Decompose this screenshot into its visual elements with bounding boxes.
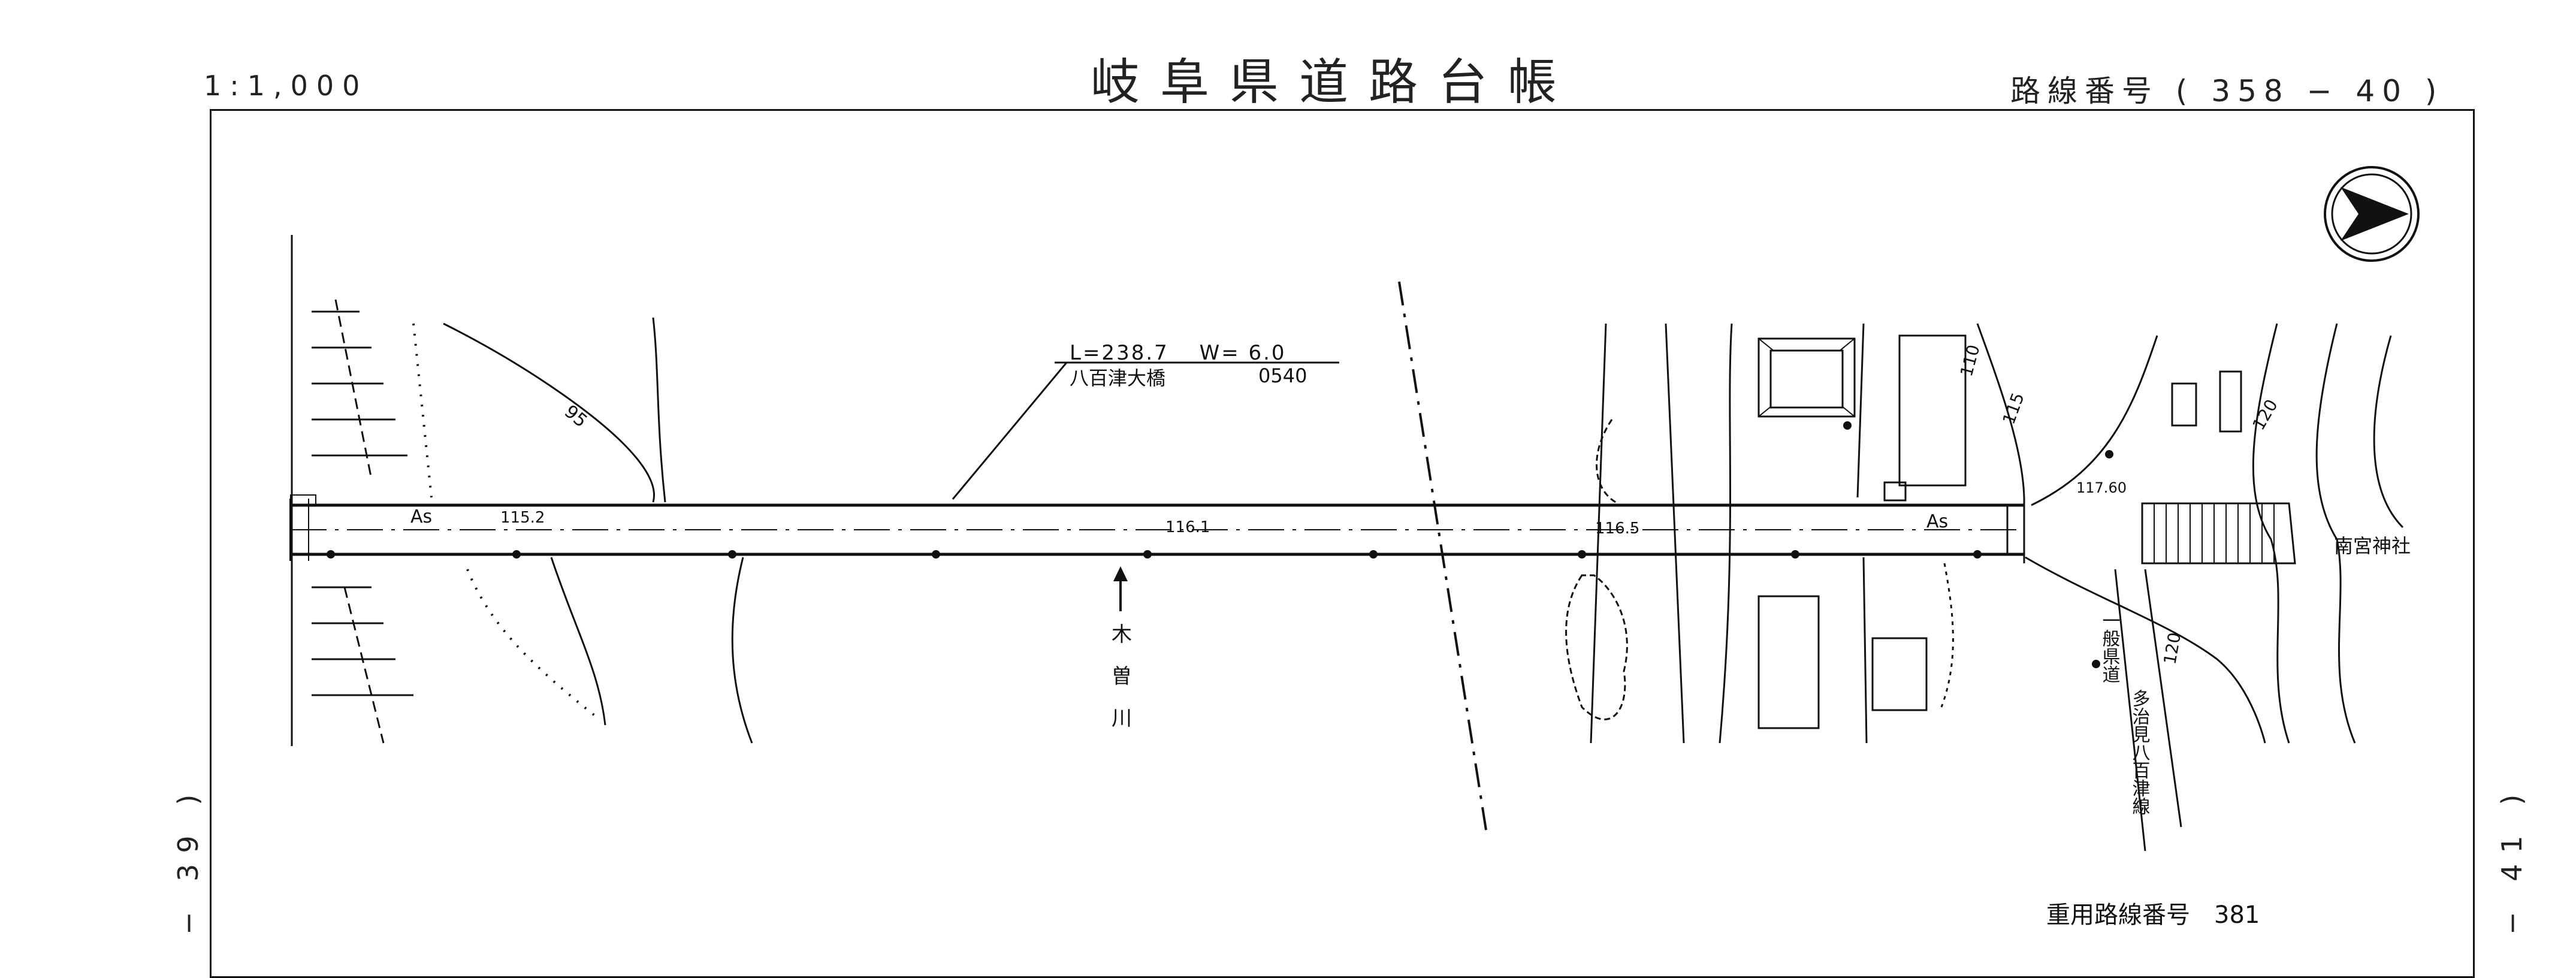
elevation-label-4: 117.60 [2076,479,2127,496]
contour-label-95: 95 [560,401,591,431]
contour-label-110: 110 [1956,343,1984,379]
shared-route-number: 重用路線番号 381 [2046,901,2260,929]
sheet-title: 岐阜県道路台帳 [1091,54,1578,111]
map-scale: 1:1,000 [204,70,369,102]
bridge-leader [952,361,1339,500]
contour-label-120a: 120 [2248,396,2281,434]
pavement-label-left: As [410,506,432,527]
river-label-2: 曽 [1112,665,1132,689]
bridge-dimensions: L=238.7 W= 6.0 [1070,341,1287,365]
right-bank-terrain [1565,323,2404,852]
road-ledger-map: L=238.7 W= 6.0 八百津大橋 0540 [289,166,2420,852]
contour-label-120b: 120 [2160,631,2185,666]
shrine-approach [2141,502,2296,565]
bridge-code: 0540 [1258,364,1307,387]
left-bank-terrain [291,235,753,746]
route-number: 路線番号 ( 358 − 40 ) [2010,74,2444,108]
bridge-name: 八百津大橋 [1070,367,1165,390]
pref-road-label-b: 多治見八百津線 [2129,689,2151,815]
elevation-label-1: 115.2 [500,509,545,527]
elevation-label-2: 116.1 [1165,518,1210,536]
river-arrow [1113,566,1128,611]
main-road [289,494,2025,563]
elevation-label-3: 116.5 [1595,520,1639,538]
pavement-label-right: As [1926,511,1948,532]
river-label-1: 木 [1112,623,1132,647]
boundary-line [1398,281,1487,831]
river-label-3: 川 [1112,707,1132,731]
pref-road-label-a: 一般県道 [2099,611,2120,683]
north-arrow-icon [2324,166,2420,262]
road-markers [327,421,2113,668]
shrine-label: 南宮神社 [2334,535,2411,557]
